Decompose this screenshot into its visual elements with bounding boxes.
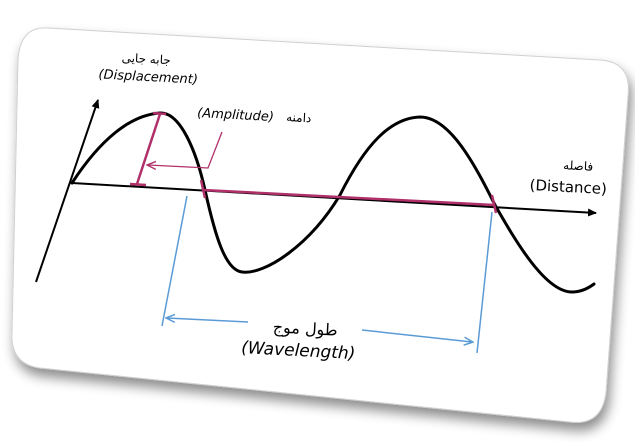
bracket-left-leg	[161, 195, 188, 327]
bracket-arrow-right	[361, 329, 472, 342]
displacement-label-fa: جابه جایی	[121, 51, 171, 68]
amplitude-pointer	[148, 131, 223, 168]
amplitude-top-tick	[152, 111, 167, 116]
displacement-label-en: (Displacement)	[98, 67, 198, 87]
amplitude-base-tick	[129, 182, 147, 187]
wavelength-start-tick	[199, 179, 207, 199]
amplitude-label-fa: دامنه	[286, 110, 312, 125]
amplitude-line	[135, 113, 162, 185]
bracket-right-leg	[476, 211, 493, 354]
distance-label-en: (Distance)	[529, 176, 607, 198]
wavelength-end-tick	[490, 194, 498, 214]
wavelength-label-fa: طول موج	[272, 317, 338, 340]
bracket-arrow-left	[167, 318, 249, 322]
wave-curve	[70, 111, 596, 294]
amplitude-label-en: (Amplitude)	[197, 106, 274, 125]
wavelength-bar	[202, 188, 495, 207]
distance-label-fa: فاصله	[563, 158, 594, 174]
y-axis	[35, 99, 100, 283]
